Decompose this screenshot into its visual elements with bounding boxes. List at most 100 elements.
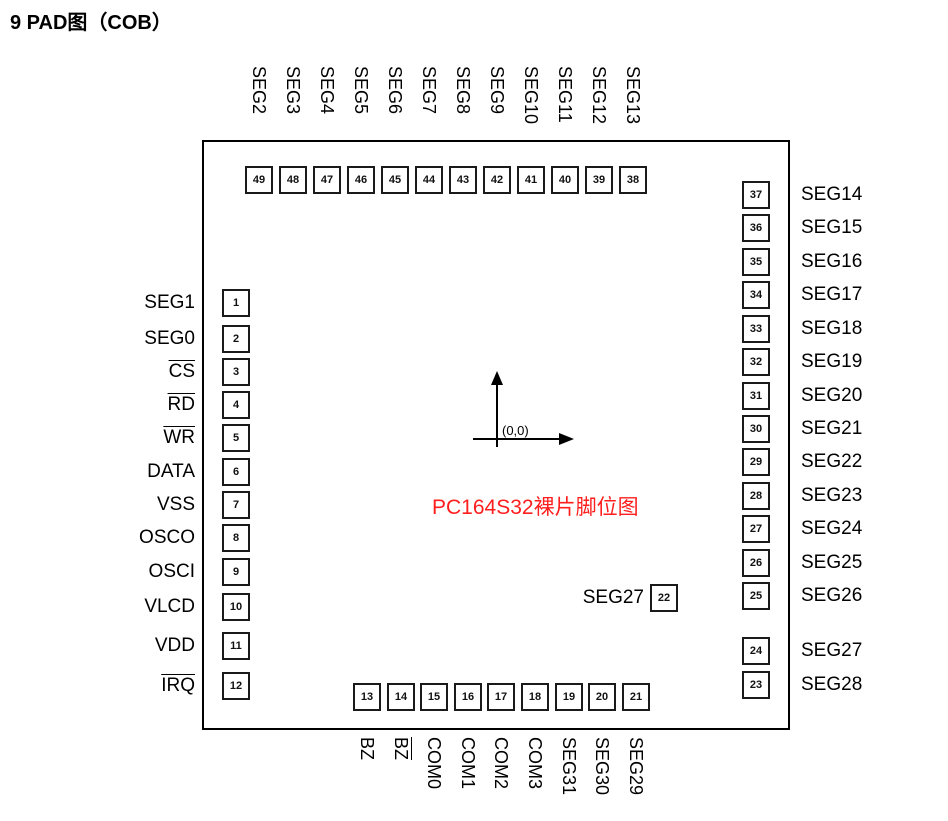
- pin-label-text: SEG8: [453, 66, 473, 115]
- pin-label-seg28-23: SEG28: [801, 671, 862, 699]
- pad-number: 37: [749, 188, 763, 201]
- pin-label-text: VSS: [156, 494, 195, 515]
- pad-number: 17: [494, 690, 508, 703]
- pad-number: 19: [562, 690, 576, 703]
- pad-number: 38: [626, 173, 640, 186]
- pad-35: 35: [742, 248, 770, 276]
- pad-number: 39: [592, 173, 606, 186]
- pad-number: 13: [360, 690, 374, 703]
- pad-number: 33: [749, 322, 763, 335]
- pin-label-bz-13: BZ: [353, 737, 381, 760]
- pin-label-seg7-44: SEG7: [415, 66, 443, 114]
- pad-15: 15: [420, 683, 448, 711]
- pad-32: 32: [742, 348, 770, 376]
- pin-label-bz-14: BZ: [387, 737, 415, 760]
- pad-11: 11: [222, 632, 250, 660]
- pad-47: 47: [313, 166, 341, 194]
- pin-label-text: COM1: [458, 737, 478, 790]
- pad-number: 9: [232, 565, 240, 578]
- pin-label-seg19-32: SEG19: [801, 348, 862, 376]
- pad-45: 45: [381, 166, 409, 194]
- pin-label-vlcd-10: VLCD: [45, 593, 195, 621]
- pad-number: 16: [461, 690, 475, 703]
- pin-label-seg6-45: SEG6: [381, 66, 409, 114]
- pin-label-text: SEG4: [317, 66, 337, 115]
- pad-number: 32: [749, 355, 763, 368]
- pin-label-seg26-25: SEG26: [801, 582, 862, 610]
- pad-number: 48: [286, 173, 300, 186]
- pad-27: 27: [742, 515, 770, 543]
- pin-label-text: SEG11: [555, 66, 575, 123]
- pin-label-data-6: DATA: [45, 458, 195, 486]
- pad-number: 1: [232, 296, 240, 309]
- pin-label-seg22-29: SEG22: [801, 448, 862, 476]
- pin-label-seg10-41: SEG10: [517, 66, 545, 124]
- pin-label-text: OSCO: [139, 527, 195, 548]
- pin-label-text: SEG6: [385, 66, 405, 115]
- pad-24: 24: [742, 637, 770, 665]
- pin-label-text: COM0: [424, 737, 444, 790]
- pin-label-text: SEG15: [801, 217, 863, 238]
- pad-number: 6: [232, 465, 240, 478]
- pin-label-text: BZ: [357, 737, 377, 761]
- pad-number: 2: [232, 332, 240, 345]
- pin-label-text: SEG2: [249, 66, 269, 115]
- pad-23: 23: [742, 671, 770, 699]
- pad-number: 49: [252, 173, 266, 186]
- pad-number: 36: [749, 221, 763, 234]
- pin-label-seg27-24: SEG27: [801, 637, 862, 665]
- pad-number: 35: [749, 255, 763, 268]
- pin-label-text: SEG26: [801, 585, 863, 606]
- pad-number: 46: [354, 173, 368, 186]
- pad-3: 3: [222, 358, 250, 386]
- pad-18: 18: [521, 683, 549, 711]
- pin-label-text: SEG14: [801, 184, 863, 205]
- pad-number: 45: [388, 173, 402, 186]
- pin-label-text: SEG27: [801, 640, 863, 661]
- pad-number: 28: [749, 489, 763, 502]
- pin-label-text: SEG1: [144, 292, 195, 313]
- pin-label-rd-4: RD: [45, 391, 195, 419]
- pin-label-text: SEG12: [589, 66, 609, 125]
- pad-number: 21: [629, 690, 643, 703]
- pad-33: 33: [742, 315, 770, 343]
- pad-22: 22: [650, 584, 678, 612]
- pin-label-seg29-21: SEG29: [622, 737, 650, 795]
- pin-label-seg30-20: SEG30: [588, 737, 616, 795]
- pad-number: 10: [229, 600, 243, 613]
- pad-26: 26: [742, 549, 770, 577]
- pin-label-text: VLCD: [144, 596, 195, 617]
- pin-label-seg16-35: SEG16: [801, 248, 862, 276]
- pad-2: 2: [222, 325, 250, 353]
- pad-40: 40: [551, 166, 579, 194]
- pin-label-seg1-1: SEG1: [45, 289, 195, 317]
- pin-label-cs-3: CS: [45, 358, 195, 386]
- pad-49: 49: [245, 166, 273, 194]
- pad-number: 30: [749, 422, 763, 435]
- pin-label-text: SEG3: [283, 66, 303, 115]
- pad-number: 4: [232, 398, 240, 411]
- pin-label-osco-8: OSCO: [45, 524, 195, 552]
- pin-label-wr-5: WR: [45, 424, 195, 452]
- pad-number: 31: [749, 389, 763, 402]
- pin-label-text: SEG16: [801, 251, 863, 272]
- pad-number: 24: [749, 644, 763, 657]
- pin-label-seg17-34: SEG17: [801, 281, 862, 309]
- pad-21: 21: [622, 683, 650, 711]
- pad-16: 16: [454, 683, 482, 711]
- pad-30: 30: [742, 415, 770, 443]
- pad-number: 11: [230, 639, 242, 652]
- pad-number: 5: [232, 431, 240, 444]
- pad-1: 1: [222, 289, 250, 317]
- pad-number: 47: [320, 173, 334, 186]
- pad-number: 7: [232, 498, 240, 511]
- pin-label-seg3-48: SEG3: [279, 66, 307, 114]
- pad-17: 17: [487, 683, 515, 711]
- chip-caption: PC164S32裸片脚位图: [432, 496, 639, 519]
- pad-43: 43: [449, 166, 477, 194]
- pin-label-text: SEG10: [521, 66, 541, 125]
- pad-9: 9: [222, 558, 250, 586]
- pad-20: 20: [588, 683, 616, 711]
- pad-29: 29: [742, 448, 770, 476]
- pin-label-text: SEG28: [801, 674, 863, 695]
